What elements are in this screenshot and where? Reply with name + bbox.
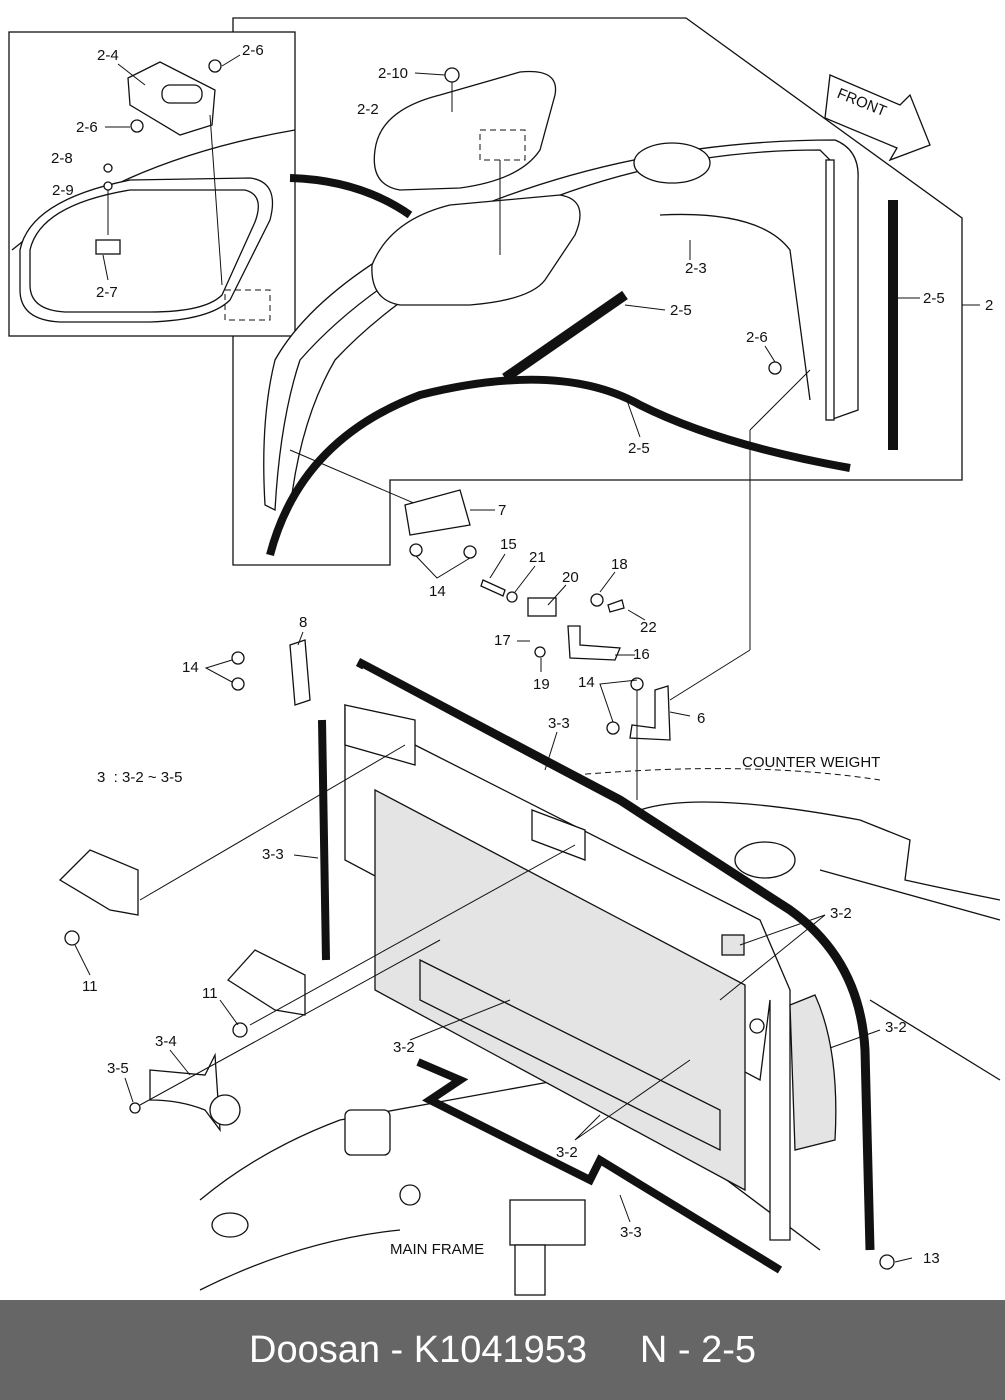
hood-opening (371, 194, 581, 306)
callout-21: 21 (529, 549, 546, 566)
callout-2-8: 2-8 (51, 150, 73, 167)
callout-2-6: 2-6 (242, 42, 264, 59)
callout-2-10: 2-10 (378, 65, 408, 82)
main-frame-label: MAIN FRAME (390, 1241, 484, 1258)
callout-2-9: 2-9 (52, 182, 74, 199)
callout-3-2: 3-2 (830, 905, 852, 922)
seal-strip (266, 375, 851, 557)
callout-3-5: 3-5 (107, 1060, 129, 1077)
callout-14: 14 (182, 659, 199, 676)
page-reference: N - 2-5 (639, 1328, 756, 1371)
bracket-7 (404, 489, 471, 536)
callout-2-7: 2-7 (96, 284, 118, 301)
hinge-mid (227, 949, 306, 1016)
seal-3-3-vertical (318, 719, 330, 961)
callout-2-6: 2-6 (746, 329, 768, 346)
callout-14: 14 (578, 674, 595, 691)
bracket-6 (629, 685, 671, 741)
separator: - (379, 1328, 414, 1371)
duct-3-4 (149, 1052, 221, 1133)
callout-3-2: 3-2 (393, 1039, 415, 1056)
seal-3-3-bottom (416, 1058, 783, 1274)
callout-2-4: 2-4 (97, 47, 119, 64)
seal-3-3 (355, 658, 875, 1251)
part-number: K1041953 (413, 1328, 588, 1371)
callout-19: 19 (533, 676, 550, 693)
callout-20: 20 (562, 569, 579, 586)
callout-11: 11 (202, 985, 218, 1002)
callout-2-5: 2-5 (670, 302, 692, 319)
callout-labels: 2-4 2-6 2-6 2-8 2-9 2-7 2-10 2-2 2-3 2-5… (51, 42, 993, 1267)
callout-15: 15 (500, 536, 517, 553)
brand-name: Doosan (249, 1328, 380, 1371)
assembly-note: 3 : 3-2 ~ 3-5 (97, 769, 182, 786)
spacer (587, 1329, 640, 1372)
parts-diagram: FRONT (8, 17, 1001, 1296)
callout-22: 22 (640, 619, 657, 636)
callout-18: 18 (611, 556, 628, 573)
callout-3-2: 3-2 (885, 1019, 907, 1036)
callout-3-3: 3-3 (620, 1224, 642, 1241)
callout-3-3: 3-3 (548, 715, 570, 732)
callout-7: 7 (498, 502, 506, 519)
callout-2-2: 2-2 (357, 101, 379, 118)
counter-weight-label: COUNTER WEIGHT (742, 754, 880, 771)
callout-8: 8 (299, 614, 307, 631)
leader-lines (74, 54, 920, 1263)
callout-2-5: 2-5 (628, 440, 650, 457)
callout-3-2: 3-2 (556, 1144, 578, 1161)
cover-plate (373, 70, 557, 191)
callout-2: 2 (985, 297, 993, 314)
callout-2-6: 2-6 (76, 119, 98, 136)
callout-3-4: 3-4 (155, 1033, 177, 1050)
seal-strip (502, 290, 628, 383)
callout-13: 13 (923, 1250, 940, 1267)
callout-2-5: 2-5 (923, 290, 945, 307)
bracket-8 (289, 639, 311, 706)
callout-17: 17 (494, 632, 511, 649)
hood (263, 139, 859, 512)
assembly-2-boundary (232, 17, 963, 566)
callout-6: 6 (697, 710, 705, 727)
hinge-left (58, 849, 139, 916)
callout-16: 16 (633, 646, 650, 663)
callout-2-3: 2-3 (685, 260, 707, 277)
callout-14: 14 (429, 583, 446, 600)
callout-3-3: 3-3 (262, 846, 284, 863)
footer-caption: Doosan - K1041953 N - 2-5 (0, 1300, 1005, 1400)
pad-3-2 (789, 994, 837, 1151)
callout-11: 11 (82, 978, 98, 995)
